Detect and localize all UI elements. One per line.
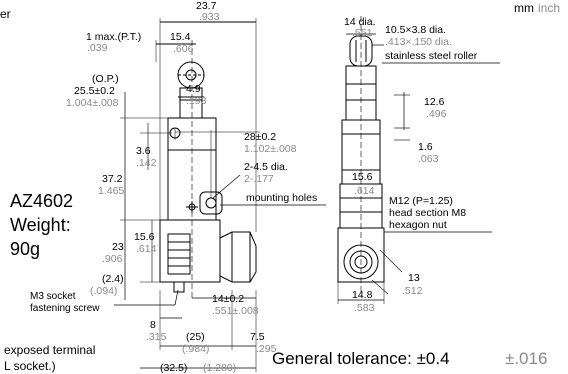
dim-op-label: (O.P.) [92, 73, 119, 85]
dim-plunger-in: .496 [426, 108, 447, 120]
dim-travel-in: .063 [418, 153, 439, 165]
hex-nut-label: hexagon nut [389, 219, 447, 231]
dim-screw-mm: (2.4) [102, 273, 124, 285]
partial-title-text: er [0, 7, 11, 21]
socket-note-label: L socket.) [4, 359, 56, 373]
dim-hole-spacing-in: 1.102±.008 [244, 143, 297, 155]
dim-width75-mm: 7.5 [250, 331, 265, 343]
product-model: AZ4602 [10, 191, 74, 211]
dim-op-mm: 25.5±0.2 [74, 85, 115, 97]
dim-width75-in: .295 [256, 343, 277, 355]
dim-width25-in: (.984) [182, 343, 210, 355]
dim-plunger-mm: 12.6 [424, 96, 445, 108]
dim-hole-dia-in: 2-.177 [244, 173, 274, 185]
dim-hole-spacing-mm: 28±0.2 [244, 131, 277, 143]
dim-width-mm: 23.7 [196, 0, 217, 12]
head-section-label: head section M8 [389, 207, 467, 219]
dim-roller-dia-in: .413×.150 dia. [385, 36, 452, 48]
dim-hole-dia-mm: 2-4.5 dia. [244, 161, 288, 173]
dim-hole-x-mm: 14±0.2 [212, 293, 245, 305]
dim-base-mm: 15.6 [134, 231, 155, 243]
dim-hole-x-in: .551±.008 [212, 305, 259, 317]
dim-max-pt-in: .039 [87, 42, 108, 54]
thread-label: M12 (P=1.25) [389, 195, 453, 207]
general-tolerance-label: General tolerance: ±0.4 [272, 349, 450, 368]
weight-value: 90g [10, 239, 41, 259]
dim-width25-mm: (25) [186, 331, 205, 343]
dim-op-in: 1.004±.008 [66, 97, 119, 109]
front-view [114, 18, 326, 372]
dim-max-pt-mm: 1 max.(P.T.) [86, 31, 142, 43]
dim-socket-height-mm: 23 [112, 241, 124, 253]
dim-offset-mm: 15.4 [170, 31, 191, 43]
dim-hole-top-mm: 3.6 [136, 145, 151, 157]
dim-travel-mm: 1.6 [418, 141, 433, 153]
dim-nut-width-in: .583 [354, 302, 375, 314]
dim-socket-height-in: .906 [102, 253, 123, 265]
exposed-terminal-label: exposed terminal [4, 343, 96, 357]
dim-body-height-mm: 37.2 [102, 173, 123, 185]
general-tolerance-in: ±.016 [505, 349, 548, 368]
weight-label: Weight: [10, 215, 71, 235]
fastening-screw-label: fastening screw [30, 303, 100, 314]
units-mm-label: mm [514, 1, 534, 15]
dim-overall-mm: (32.5) [160, 362, 188, 374]
units-inch-label: inch [538, 1, 561, 15]
dim-nut-flat-in: .512 [402, 285, 423, 297]
dim-roller-offset-in: .193 [186, 95, 207, 107]
dim-terminal-offset-in: .315 [146, 331, 167, 343]
dim-body-height-in: 1.465 [98, 185, 125, 197]
m3-socket-label: M3 socket [30, 291, 76, 302]
dim-roller-offset-mm: 4.9 [186, 83, 201, 95]
dim-width-in: .933 [199, 11, 220, 23]
dim-base-in: .614 [136, 243, 157, 255]
dim-head-dia-in: .551 [352, 27, 373, 39]
dim-nut-flat-mm: 13 [408, 272, 420, 284]
dim-hole-top-in: .142 [136, 157, 157, 169]
dim-roller-dia-mm: 10.5×3.8 dia. [385, 24, 447, 36]
dim-body-width-mm: 15.6 [352, 171, 373, 183]
front-mount-hole-bottom [205, 197, 217, 209]
side-view [337, 16, 500, 304]
dim-terminal-offset-mm: 8 [150, 319, 156, 331]
dim-nut-width-mm: 14.8 [352, 289, 373, 301]
dim-head-dia-mm: 14 dia. [344, 16, 376, 28]
mounting-holes-label: mounting holes [246, 192, 318, 204]
dim-overall-in: (1.280) [203, 362, 237, 374]
dim-offset-in: .606 [173, 43, 194, 55]
dim-screw-in: (.094) [90, 285, 118, 297]
roller-material-label: stainless steel roller [385, 50, 478, 62]
dim-body-width-in: .614 [354, 185, 375, 197]
